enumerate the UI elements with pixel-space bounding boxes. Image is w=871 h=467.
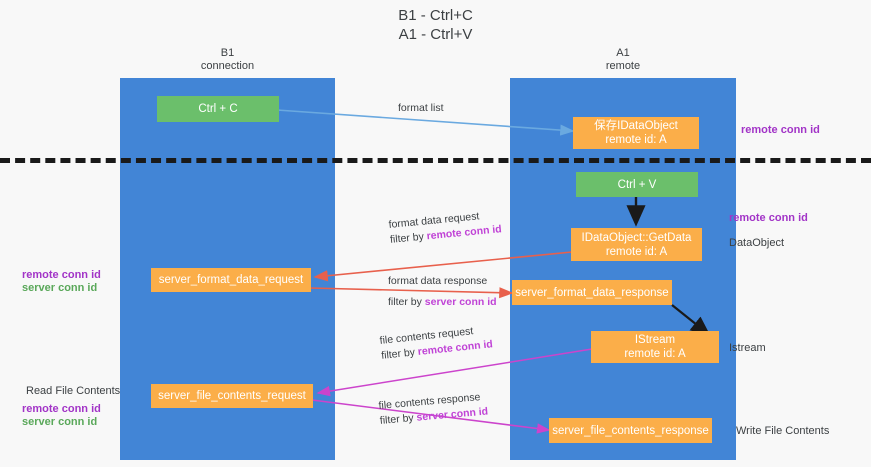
annotation-left-remote-conn-id-mid: remote conn id [22,269,101,281]
edge-prefix-filter-by-4: filter by [379,411,418,427]
title-line-1: B1 - Ctrl+C [398,7,473,24]
title-line-2: A1 - Ctrl+V [398,26,473,43]
box-server-file-contents-request-label: server_file_contents_request [158,390,306,402]
edge-prefix-filter-by-3: filter by [380,346,419,362]
annotation-right-remote-conn-id-mid: remote conn id [729,212,808,224]
lane-header-b1-name: B1 [220,47,235,59]
edge-label-format-list-line1: format list [398,102,444,114]
box-save-idataobject-line1: 保存IDataObject [594,120,678,132]
annotation-right-remote-conn-id-top: remote conn id [741,124,820,136]
section-divider [0,158,871,163]
box-server-format-data-request[interactable]: server_format_data_request [151,268,311,292]
box-ctrl-c-label: Ctrl + C [198,103,238,115]
box-server-format-data-response-label: server_format_data_response [515,286,669,299]
box-istream-line1: IStream [634,334,676,346]
annotation-right-dataobject: DataObject [729,237,785,249]
box-server-format-data-response[interactable]: server_format_data_response [512,280,672,305]
annotation-right-write-file-contents: Write File Contents [736,425,830,437]
lane-header-a1: A1 remote [510,47,736,73]
edge-prefix-filter-by-2: filter by [388,296,425,308]
edge-label-format-data-response-line2: filter by server conn id [388,295,497,310]
edge-label-file-contents-request: file contents request filter by remote c… [379,322,494,364]
box-server-format-data-request-label: server_format_data_request [158,274,304,286]
lane-header-b1: B1 connection [120,47,335,73]
edge-key-server-conn-id: server conn id [424,296,497,308]
box-ctrl-c[interactable]: Ctrl + C [157,96,279,122]
lane-header-b1-role: connection [200,60,255,72]
box-server-file-contents-response-label: server_file_contents_response [552,424,709,437]
annotation-right-istream: Istream [729,342,766,354]
annotation-left-read-file-contents: Read File Contents [26,385,121,397]
box-ctrl-v[interactable]: Ctrl + V [576,172,698,197]
annotation-left-remote-conn-id-bot: remote conn id [22,403,101,415]
lane-header-a1-name: A1 [616,47,630,59]
box-idataobject-getdata-line1: IDataObject::GetData [581,231,692,244]
edge-label-format-data-request: format data request filter by remote con… [388,207,502,248]
box-server-file-contents-response[interactable]: server_file_contents_response [549,418,712,443]
edge-prefix-filter-by: filter by [389,230,428,246]
box-istream[interactable]: IStream remote id: A [591,331,719,363]
edge-label-file-contents-response: file contents response filter by server … [378,390,489,429]
diagram-title: B1 - Ctrl+C A1 - Ctrl+V [0,6,871,44]
box-idataobject-getdata-line2: remote id: A [605,245,668,258]
box-save-idataobject[interactable]: 保存IDataObject remote id: A [573,117,699,149]
annotation-left-server-conn-id-bot: server conn id [22,416,98,428]
box-istream-line2: remote id: A [624,348,686,360]
edge-label-format-data-response-line1: format data response [388,275,488,287]
lane-header-a1-role: remote [605,60,641,72]
box-ctrl-v-label: Ctrl + V [617,178,657,191]
box-idataobject-getdata[interactable]: IDataObject::GetData remote id: A [571,228,702,261]
box-server-file-contents-request[interactable]: server_file_contents_request [151,384,313,408]
edge-label-format-data-response: format data response filter by server co… [388,274,497,310]
edge-label-format-list: format list [398,101,444,116]
box-save-idataobject-line2: remote id: A [605,134,667,146]
annotation-left-server-conn-id-mid: server conn id [22,282,98,294]
